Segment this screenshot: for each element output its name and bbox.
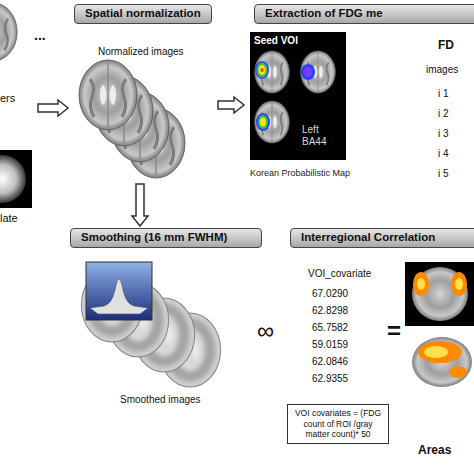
fdg-table: FD images i 1 i 2 i 3 i 4 i 5 <box>420 32 474 182</box>
node-text: FD <box>438 38 454 52</box>
node-text: i 2 <box>438 108 449 120</box>
flow-arrow <box>38 100 68 116</box>
normalization-stage: Spatial normalizationNormalized images <box>70 2 216 182</box>
seed-voi-panel <box>250 32 346 160</box>
node-text: i 1 <box>438 88 449 100</box>
node-text: 65.7582 <box>312 322 348 334</box>
node-text: i 5 <box>438 168 449 180</box>
flow-arrow <box>218 97 244 113</box>
gaussian-kernel-inset <box>86 262 152 320</box>
node-text: Smoothed images <box>120 394 201 406</box>
voi-slice <box>301 51 336 93</box>
proportional-symbol: ∞ <box>257 318 274 344</box>
smoothing-stage: Smoothing (16 mm FWHM) Smoothed images <box>68 228 266 410</box>
node-text: i 3 <box>438 128 449 140</box>
node-text: late <box>0 212 18 225</box>
node-text: ers <box>0 92 15 105</box>
source-images: ers <box>0 60 36 120</box>
normalized-brain <box>79 60 137 130</box>
stage-heading: Extraction of FDG me <box>254 4 474 24</box>
voi-slice <box>255 51 290 93</box>
formula-box: VOI covariates = (FDG count of ROI /gray… <box>287 404 389 444</box>
extraction-stage: Extraction of FDG me Seed VOI Left BA44Kor… <box>246 2 474 212</box>
stage-heading: Smoothing (16 mm FWHM) <box>70 228 262 248</box>
node-text: 62.0846 <box>312 356 348 368</box>
flow-arrow <box>132 184 148 226</box>
node-text: 67.0290 <box>312 288 348 300</box>
node-text: Left BA44 <box>302 124 342 148</box>
equals-symbol: = <box>387 318 401 344</box>
stage-heading: Interregional Correlation <box>290 228 474 248</box>
stage-heading: Spatial normalization <box>74 4 212 24</box>
node-text: VOI covariates = (FDG count of ROI /gray… <box>292 408 384 440</box>
node-text: Korean Probabilistic Map <box>250 168 350 179</box>
covariate-column: VOI_covariate 67.0290 62.8298 65.7582 59.015… <box>300 262 380 392</box>
node-text: Normalized images <box>98 46 184 58</box>
node-text: VOI_covariate <box>308 268 371 280</box>
template-blob <box>0 155 26 203</box>
template: late <box>0 140 36 235</box>
correlation-stage: Interregional CorrelationVOI_covariate 67… <box>284 228 474 474</box>
voi-slice <box>255 101 290 143</box>
node-text: 62.9355 <box>312 373 348 385</box>
node-text: images <box>426 64 458 76</box>
node-text: Seed VOI <box>254 35 298 47</box>
seed-voi-panel: Seed VOILeft BA44Korean Probabilistic Ma… <box>250 32 346 160</box>
node-text: 62.8298 <box>312 305 348 317</box>
ellipsis: ... <box>34 28 46 43</box>
node-text: i 4 <box>438 148 449 160</box>
result-caption: Areas <box>418 444 451 457</box>
correlation-map <box>405 262 474 394</box>
node-text: 59.0159 <box>312 339 348 351</box>
voi-blob <box>255 61 315 131</box>
source-brain-image <box>0 3 17 61</box>
